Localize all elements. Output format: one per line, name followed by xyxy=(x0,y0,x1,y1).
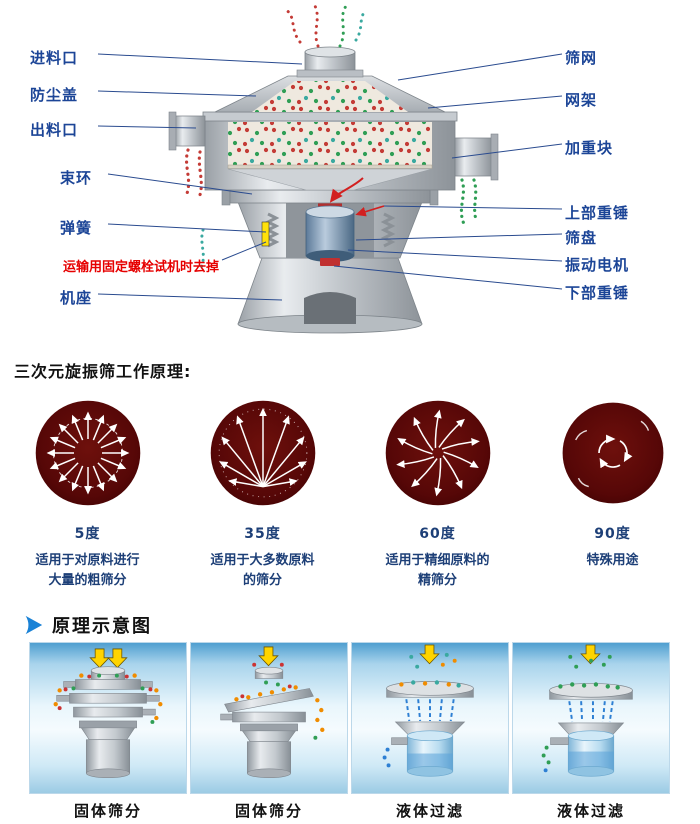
mode-circle-90deg-diagram xyxy=(562,402,663,504)
panel-caption: 液体过滤 xyxy=(395,802,464,820)
panel-illustration-liquid-1 xyxy=(382,644,474,777)
mode-35deg: 35度 适用于大多数原料的筛分 xyxy=(175,397,350,591)
down-arrow-icon xyxy=(89,648,128,669)
schematic-header: 原理示意图 xyxy=(22,612,152,638)
label-vibration-motor: 振动电机 xyxy=(565,256,630,274)
schematic-panel-2: 固体筛分 xyxy=(190,642,348,821)
down-arrow-icon xyxy=(419,644,440,665)
schematic-panels: 固体筛分 固体筛分 液体过滤 xyxy=(29,642,671,821)
panel-caption: 固体筛分 xyxy=(234,802,303,820)
mode-circle-35deg-diagram xyxy=(210,400,315,506)
mode-desc: 适用于大多数原料的筛分 xyxy=(210,553,315,588)
machine-diagram-section: 进料口 防尘盖 出料口 束环 弹簧 运输用固定螺栓试机时去掉 机座 筛网 网架 … xyxy=(0,0,700,345)
leader-lines xyxy=(97,53,563,301)
principle-title: 三次元旋振筛工作原理: xyxy=(14,362,192,381)
label-screen-mesh: 筛网 xyxy=(565,49,598,67)
panel-illustration-solid-2 xyxy=(220,646,325,778)
label-clamp-ring: 束环 xyxy=(60,169,93,187)
liquid-streams xyxy=(405,699,455,722)
particle-streams xyxy=(184,2,479,270)
down-arrow-icon xyxy=(580,644,601,665)
panel-illustration-solid-1 xyxy=(53,648,163,778)
panel-caption: 液体过滤 xyxy=(556,802,625,820)
mode-circle-5deg-diagram xyxy=(35,400,140,506)
label-mesh-frame: 网架 xyxy=(565,91,598,109)
mode-90deg: 90度 特殊用途 xyxy=(525,397,700,591)
label-feed-inlet: 进料口 xyxy=(30,49,79,67)
panel-caption: 固体筛分 xyxy=(73,802,142,820)
label-weight-block: 加重块 xyxy=(565,139,614,157)
label-dust-cover: 防尘盖 xyxy=(30,86,79,104)
feed-inlet xyxy=(296,46,364,78)
schematic-title: 原理示意图 xyxy=(52,616,152,637)
label-sieve-tray: 筛盘 xyxy=(565,229,598,247)
label-machine-base: 机座 xyxy=(60,289,93,307)
principle-modes: 5度 适用于对原料进行大量的粗筛分 35度 适用于大多数原料的筛分 xyxy=(0,397,700,591)
label-discharge: 出料口 xyxy=(30,121,79,139)
screen-mesh xyxy=(227,164,433,169)
liquid-streams xyxy=(568,701,614,723)
label-upper-weight: 上部重锤 xyxy=(565,204,630,222)
machine-illustration xyxy=(97,2,563,334)
down-arrow-icon xyxy=(258,646,279,667)
transport-bolt xyxy=(261,221,270,247)
discharge-outlet xyxy=(168,111,206,151)
working-principle-section: 三次元旋振筛工作原理: 5度 适用于对原料进行大量的粗筛分 xyxy=(0,345,700,600)
panel-illustration-liquid-2 xyxy=(541,644,633,777)
label-lower-weight: 下部重锤 xyxy=(565,284,630,302)
mode-angle: 60度 xyxy=(419,526,456,542)
schematic-panel-1: 固体筛分 xyxy=(29,642,187,821)
mode-desc: 适用于对原料进行大量的粗筛分 xyxy=(35,553,140,588)
play-icon xyxy=(22,614,44,636)
mode-5deg: 5度 适用于对原料进行大量的粗筛分 xyxy=(0,397,175,591)
schematic-panel-4: 液体过滤 xyxy=(512,642,670,821)
schematic-panel-3: 液体过滤 xyxy=(351,642,509,821)
mode-angle: 35度 xyxy=(244,526,281,542)
mode-desc: 特殊用途 xyxy=(586,553,639,568)
mode-angle: 90度 xyxy=(594,526,631,542)
mode-60deg: 60度 适用于精细原料的精筛分 xyxy=(350,397,525,591)
mode-angle: 5度 xyxy=(74,526,101,542)
mode-desc: 适用于精细原料的精筛分 xyxy=(385,553,490,588)
label-spring: 弹簧 xyxy=(60,219,93,237)
motor-cutaway xyxy=(305,202,355,266)
label-transport-bolt-warning: 运输用固定螺栓试机时去掉 xyxy=(63,260,220,275)
spring-right xyxy=(380,212,396,248)
mode-circle-60deg-diagram xyxy=(385,400,490,506)
clamp-ring xyxy=(229,189,431,204)
